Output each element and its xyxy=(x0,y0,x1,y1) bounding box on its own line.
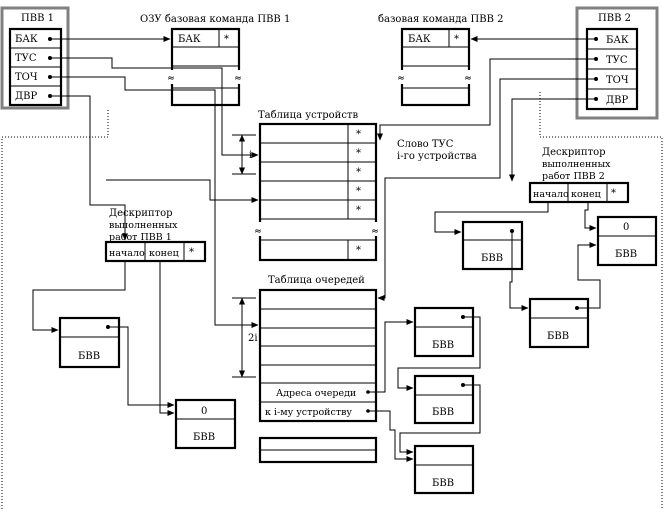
svg-text:*: * xyxy=(611,188,616,199)
svg-text:выполненных: выполненных xyxy=(109,220,178,231)
svg-text:≈: ≈ xyxy=(254,226,262,237)
tus-word-line1: Слово ТУС xyxy=(397,139,454,150)
svg-text:БВВ: БВВ xyxy=(615,249,637,260)
svg-text:БВВ: БВВ xyxy=(547,331,569,342)
queue-index-label: 2i xyxy=(248,333,258,344)
queue-addr-line2: к i-му устройству xyxy=(265,407,352,418)
svg-text:начало: начало xyxy=(109,248,145,259)
svg-text:*: * xyxy=(356,167,361,178)
svg-text:БВВ: БВВ xyxy=(481,253,503,264)
ozu-title: ОЗУ базовая команда ПВВ 1 xyxy=(140,14,290,25)
svg-text:≈: ≈ xyxy=(464,73,472,84)
svg-text:*: * xyxy=(356,245,361,256)
svg-text:работ ПВВ 2: работ ПВВ 2 xyxy=(542,171,605,182)
svg-text:0: 0 xyxy=(201,406,207,417)
device-table-title: Таблица устройств xyxy=(258,110,358,121)
svg-text:БВВ: БВВ xyxy=(78,351,100,362)
base-cmd1-bak: БАК xyxy=(178,34,201,45)
svg-text:Дескриптор: Дескриптор xyxy=(109,208,173,219)
tus-word-line2: i-го устройства xyxy=(397,151,477,162)
pvv2-title: ПВВ 2 xyxy=(598,13,631,24)
pvv2-block: ПВВ 2 БАК ТУС ТОЧ ДВР xyxy=(575,6,659,120)
svg-text:≈: ≈ xyxy=(234,73,242,84)
descriptor-pvv1: Дескриптор выполненных работ ПВВ 1 начал… xyxy=(104,208,207,263)
pvv1-reg-bak: БАК xyxy=(15,34,38,45)
svg-text:*: * xyxy=(356,129,361,140)
pvv1-reg-dvr: ДВР xyxy=(15,91,37,102)
svg-text:выполненных: выполненных xyxy=(542,159,611,170)
bvv-right-3: БВВ xyxy=(528,297,590,349)
svg-text:*: * xyxy=(224,34,229,45)
svg-text:Дескриптор: Дескриптор xyxy=(542,147,606,158)
svg-text:конец: конец xyxy=(149,248,179,259)
base-cmd2-title: базовая команда ПВВ 2 xyxy=(378,14,503,25)
bvv-mid-1: БВВ xyxy=(413,306,475,358)
svg-text:≈: ≈ xyxy=(397,73,405,84)
svg-text:*: * xyxy=(356,148,361,159)
svg-text:конец: конец xyxy=(571,189,601,200)
svg-text:≈: ≈ xyxy=(167,73,175,84)
bvv-mid-3: БВВ xyxy=(413,444,475,495)
bvv-right-2: 0 БВВ xyxy=(596,215,658,267)
svg-text:0: 0 xyxy=(623,222,629,233)
bvv-mid-2: БВВ xyxy=(413,374,475,425)
bvv-right-1: БВВ xyxy=(461,220,524,271)
svg-text:БВВ: БВВ xyxy=(432,478,454,489)
base-command-pvv1: ОЗУ базовая команда ПВВ 1 БАК * ≈ ≈ xyxy=(140,14,290,107)
svg-text:начало: начало xyxy=(533,189,569,200)
dotted-boundary-left xyxy=(1,110,109,510)
svg-text:БВВ: БВВ xyxy=(193,432,215,443)
svg-text:БВВ: БВВ xyxy=(432,407,454,418)
pvv2-frame xyxy=(575,6,659,120)
dotted-boundary-right xyxy=(539,92,663,510)
base-cmd2-bak: БАК xyxy=(408,34,431,45)
descriptor-pvv2: Дескриптор выполненных работ ПВВ 2 начал… xyxy=(528,147,630,204)
pvv2-reg-toch: ТОЧ xyxy=(606,75,629,86)
pvv2-reg-dvr: ДВР xyxy=(606,95,628,106)
svg-text:работ ПВВ 1: работ ПВВ 1 xyxy=(109,232,172,243)
svg-text:*: * xyxy=(189,247,194,258)
svg-text:≈: ≈ xyxy=(371,226,379,237)
queue-addr-line1: Адреса очереди xyxy=(276,388,356,399)
connections xyxy=(32,35,601,463)
svg-text:*: * xyxy=(454,34,459,45)
svg-text:*: * xyxy=(356,205,361,216)
device-table: Таблица устройств ≈ ≈ * * * * * * i xyxy=(232,110,384,262)
pvv2-reg-bak: БАК xyxy=(606,35,629,46)
pvv2-reg-tus: ТУС xyxy=(606,55,628,66)
pvv1-reg-toch: ТОЧ xyxy=(15,72,38,83)
bvv-left-1: БВВ xyxy=(58,316,121,369)
svg-text:*: * xyxy=(356,186,361,197)
bvv-left-2: 0 БВВ xyxy=(174,398,237,450)
svg-text:БВВ: БВВ xyxy=(432,340,454,351)
queue-table-title: Таблица очередей xyxy=(268,275,365,286)
pvv1-reg-tus: ТУС xyxy=(15,53,37,64)
base-command-pvv2: базовая команда ПВВ 2 БАК * ≈ ≈ xyxy=(378,14,503,107)
pvv1-title: ПВВ 1 xyxy=(21,13,54,24)
queue-table: Таблица очередей Адреса очереди к i-му у… xyxy=(232,275,378,464)
